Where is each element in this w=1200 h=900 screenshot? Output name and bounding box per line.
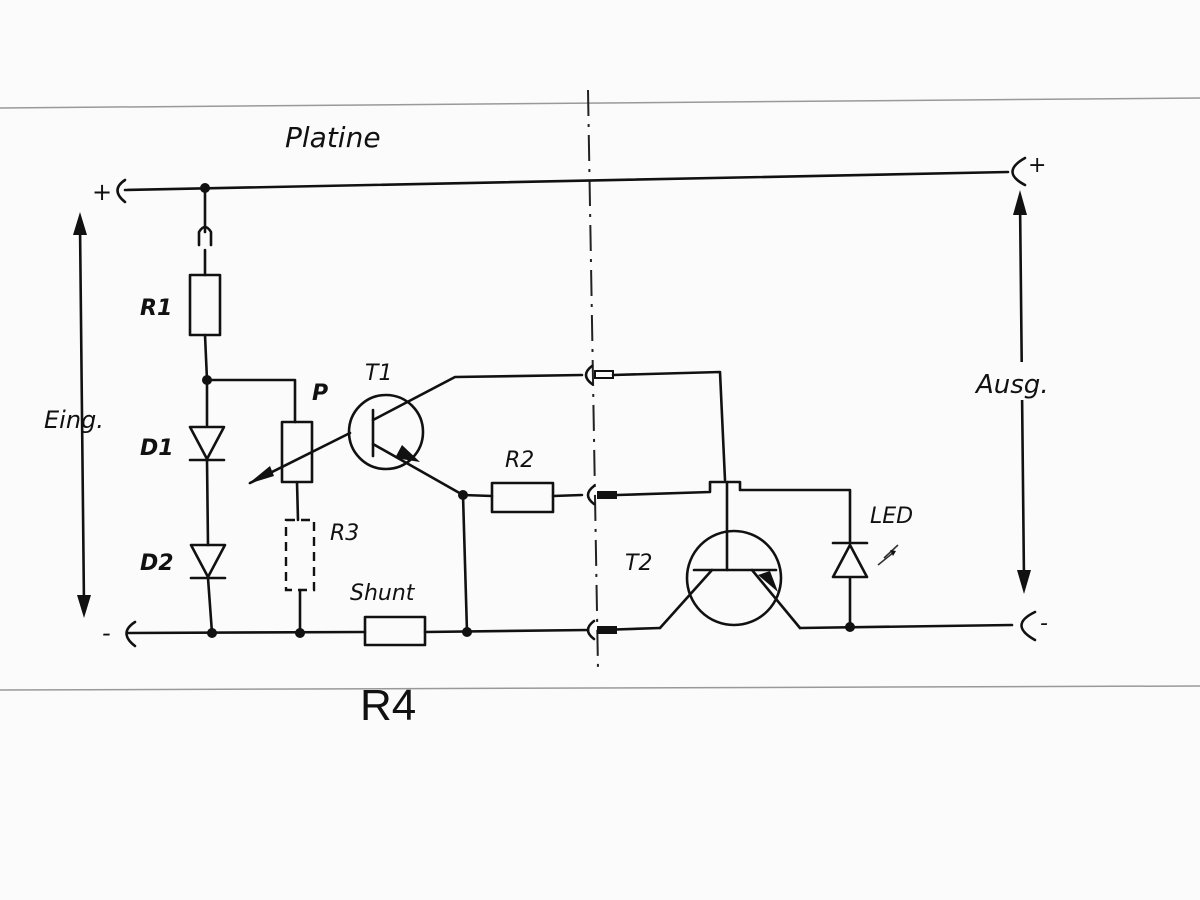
shunt-label: Shunt (350, 581, 416, 606)
t1-emitter-arrow (395, 445, 420, 462)
terminal-in-plus (116, 178, 127, 204)
board-bottom-edge (0, 685, 1200, 691)
t2-emitter-arrow (758, 571, 778, 592)
terminal-out-minus-label: - (1040, 611, 1048, 636)
d2-diode (189, 543, 227, 580)
p-wiper-arrow (248, 431, 352, 485)
d1-diode (188, 425, 226, 462)
p-wire (205, 378, 302, 635)
r1-label: R1 (140, 296, 172, 321)
input-label: Eing. (44, 406, 104, 434)
r2-wire (461, 493, 584, 498)
r1-wire (203, 186, 214, 635)
collector-wire-right (611, 370, 727, 482)
r2-resistor (490, 481, 555, 514)
r4-annotation: R4 (360, 681, 416, 730)
t2-emitter (750, 568, 802, 630)
terminal-out-minus (1020, 610, 1037, 642)
r1-resistor (188, 273, 222, 337)
led-label: LED (870, 504, 913, 529)
output-label: Ausg. (974, 370, 1049, 400)
p-label: P (312, 381, 328, 406)
t2-label: T2 (625, 551, 652, 576)
d1-label: D1 (140, 436, 174, 461)
terminal-in-minus (125, 620, 137, 648)
connector (197, 225, 213, 247)
base-wire-right (615, 480, 852, 629)
r2-label: R2 (505, 448, 534, 473)
t1-collector (371, 373, 584, 422)
shunt-resistor (363, 615, 427, 647)
input-voltage-arrow (73, 212, 91, 618)
terminal-out-plus-label: + (1028, 153, 1046, 178)
t1-transistor (347, 393, 425, 471)
board-separator (587, 89, 599, 671)
connector-emitter (586, 619, 617, 641)
top-rail (123, 170, 1010, 192)
board-top-edge (0, 97, 1200, 109)
led-diode (831, 541, 869, 579)
connector-collector (584, 364, 614, 386)
t2-left-lead (658, 568, 714, 630)
bottom-rail-left (126, 628, 590, 635)
output-label-bg (970, 362, 1060, 400)
terminal-in-plus-label: + (92, 178, 112, 206)
t1-label: T1 (365, 361, 392, 386)
connector-base (586, 484, 617, 506)
t2-transistor (685, 529, 783, 627)
terminal-out-plus (1011, 156, 1027, 187)
led-light-icon (877, 544, 899, 566)
r3-resistor-optional (284, 518, 316, 592)
terminal-in-minus-label: - (102, 619, 111, 647)
r3-label: R3 (330, 521, 359, 546)
p-potentiometer (280, 420, 314, 484)
d2-label: D2 (140, 551, 174, 576)
title-label: Platine (285, 121, 381, 154)
